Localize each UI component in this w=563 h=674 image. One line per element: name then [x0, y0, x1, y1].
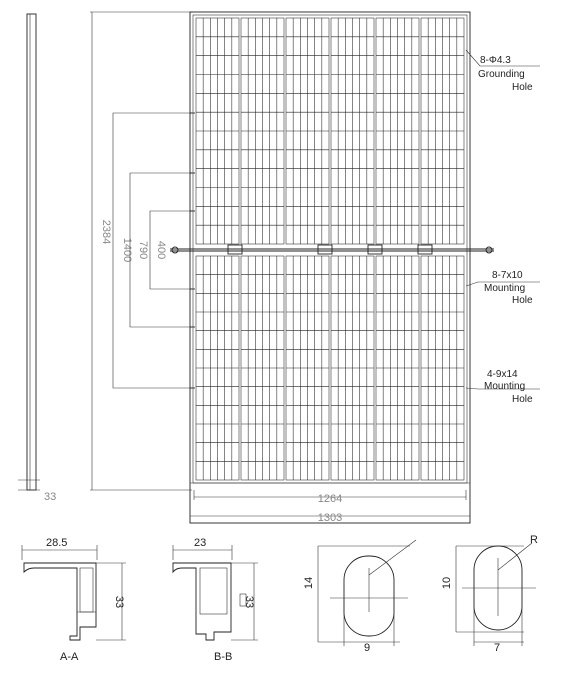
dim-height-total-line: [90, 11, 192, 491]
slot-b-radius: R: [530, 534, 538, 546]
dim-1400: 1400: [121, 238, 133, 262]
callout-mounting-b-line2: Mounting: [484, 381, 525, 392]
section-aa-height: 33: [113, 596, 125, 608]
cable-line: [170, 244, 494, 255]
dim-400: 400: [155, 241, 167, 259]
dim-height-total: 2384: [100, 220, 112, 244]
callout-grounding-line3: Hole: [512, 82, 533, 93]
slot-a-width: 9: [364, 642, 370, 654]
section-bb-label: B-B: [214, 651, 232, 663]
dim-1400-line: [112, 112, 192, 389]
dim-790-line: [129, 172, 192, 328]
cell-grid: [195, 17, 465, 481]
dim-frame-depth: 33: [44, 491, 56, 503]
section-bb-height: 33: [243, 596, 255, 608]
section-aa-width: 28.5: [46, 537, 67, 549]
dim-width-total: 1303: [318, 512, 342, 524]
callout-mounting-a-line1: 8-7x10: [492, 270, 523, 281]
callout-grounding-line1: 8-Φ4.3: [480, 55, 511, 66]
dim-width-inner: 1264: [318, 493, 342, 505]
slot-b-width: 7: [494, 642, 500, 654]
slot-a-shape: [317, 539, 417, 646]
callout-mounting-b-line1: 4-9x14: [487, 369, 518, 380]
dim-width-lines: [190, 490, 470, 517]
section-bb-profile: [172, 545, 258, 641]
dim-400-line: [149, 210, 192, 290]
callout-grounding-line2: Grounding: [478, 69, 525, 80]
slot-b-height: 10: [441, 577, 453, 589]
callout-mounting-b-line3: Hole: [512, 394, 533, 405]
callout-mounting-a-line3: Hole: [512, 295, 533, 306]
section-bb-width: 23: [194, 537, 206, 549]
mounting-hole-marks: [190, 112, 195, 389]
section-aa-label: A-A: [60, 651, 79, 663]
side-profile: [18, 13, 40, 491]
slot-b-shape: [455, 542, 536, 646]
slot-a-height: 14: [303, 577, 315, 589]
callout-mounting-a-line2: Mounting: [484, 283, 525, 294]
dim-790: 790: [137, 241, 149, 259]
callout-leaders: [465, 49, 540, 390]
section-aa-profile: [21, 545, 126, 641]
